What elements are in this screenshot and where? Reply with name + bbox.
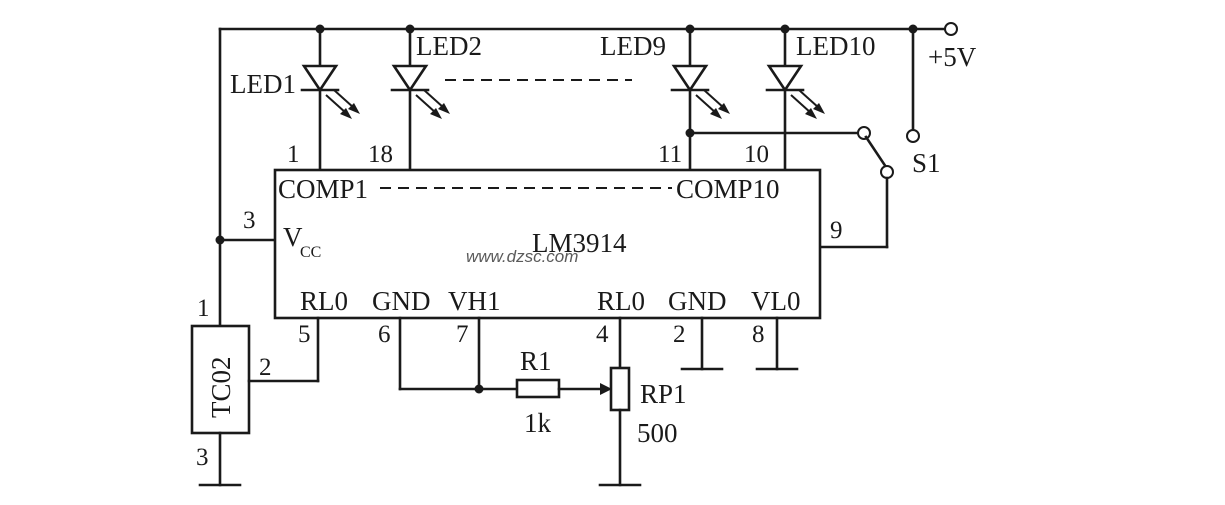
supply-rail: +5V	[218, 22, 977, 72]
rlo-left-label: RL0	[300, 286, 348, 316]
switch-label: S1	[912, 148, 941, 178]
vcc-subscript: CC	[300, 244, 321, 261]
comp1-label: COMP1	[278, 174, 368, 204]
rp1-value: 500	[637, 418, 678, 448]
sensor-pin-1: 1	[197, 295, 210, 322]
vcc-label: V	[283, 222, 303, 252]
led2-label: LED2	[416, 31, 482, 61]
sensor-pin-2: 2	[259, 354, 272, 381]
pin-5: 5	[298, 321, 311, 348]
switch-s1: S1	[688, 27, 941, 249]
pin-11: 11	[658, 141, 682, 168]
r1-label: R1	[520, 346, 552, 376]
pin-10: 10	[744, 141, 769, 168]
resistor-r1	[515, 378, 561, 399]
tc02-sensor: TC02 1 2 3	[190, 295, 320, 487]
supply-label: +5V	[928, 42, 977, 72]
vlo-label: VL0	[751, 286, 801, 316]
led9-label: LED9	[600, 31, 666, 61]
pin-7: 7	[456, 321, 469, 348]
sensor-pin-3: 3	[196, 444, 209, 471]
gnd-left-label: GND	[372, 286, 431, 316]
potentiometer-rp1	[609, 366, 631, 412]
pin-4: 4	[596, 321, 609, 348]
led1: LED1	[230, 27, 360, 172]
vhi-label: VH1	[448, 286, 501, 316]
lm3914-ic: COMP1 COMP10 V CC LM3914 RL0 GND VH1 RL0…	[273, 168, 822, 320]
pin-1: 1	[287, 141, 300, 168]
rp1-label: RP1	[640, 379, 687, 409]
r1-value: 1k	[524, 408, 552, 438]
supply-terminal	[944, 22, 958, 36]
led2: LED2	[390, 27, 482, 172]
pin-numbers: 1 18 11 10 3 9 5 6 7 4 2 8	[243, 141, 843, 348]
pin-2: 2	[673, 321, 686, 348]
watermark: www.dzsc.com	[466, 247, 578, 266]
pin-8: 8	[752, 321, 765, 348]
vcc-wire	[215, 27, 277, 328]
led1-label: LED1	[230, 69, 296, 99]
reference-network: R1 1k RP1 500	[398, 316, 799, 487]
led10: LED10	[765, 27, 875, 172]
comp10-label: COMP10	[676, 174, 780, 204]
ic-name: LM3914	[532, 228, 627, 258]
pin-18: 18	[368, 141, 393, 168]
sensor-name: TC02	[206, 356, 236, 418]
led10-label: LED10	[796, 31, 875, 61]
rlo-right-label: RL0	[597, 286, 645, 316]
pin-9: 9	[830, 217, 843, 244]
led9: LED9	[600, 27, 730, 172]
pin-6: 6	[378, 321, 391, 348]
gnd-right-label: GND	[668, 286, 727, 316]
pin-3: 3	[243, 207, 256, 234]
